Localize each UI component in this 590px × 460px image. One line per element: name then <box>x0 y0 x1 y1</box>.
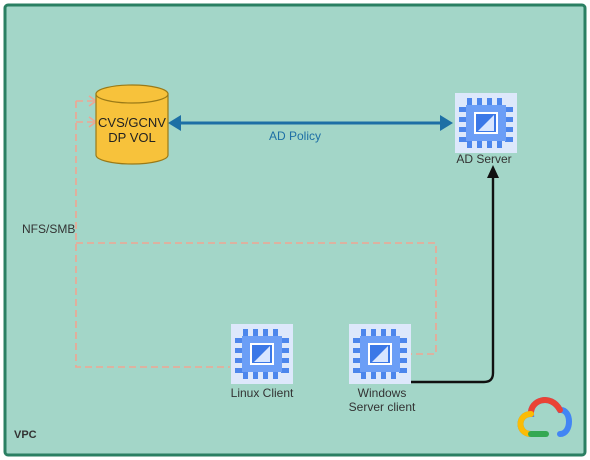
vpc-label: VPC <box>14 429 37 441</box>
linux-client-label: Linux Client <box>230 386 294 400</box>
windows-to-ad-connection <box>408 176 495 384</box>
vpc-boundary <box>3 3 587 457</box>
linux-client-chip-icon[interactable] <box>231 324 293 384</box>
google-cloud-logo-icon <box>517 397 572 437</box>
windows-client-chip-icon[interactable] <box>349 324 411 384</box>
ad-policy-label: AD Policy <box>268 129 322 143</box>
windows-client-label-line1: Windows <box>357 386 407 400</box>
ad-server-label: AD Server <box>456 152 512 166</box>
storage-label-line1: CVS/GCNV <box>98 115 166 130</box>
windows-client-label-line2: Server client <box>348 400 416 414</box>
ad-policy-arrowhead-right <box>440 115 453 131</box>
nfs-smb-label: NFS/SMB <box>22 222 76 236</box>
ad-policy-arrowhead-left <box>168 115 181 131</box>
nfs-smb-connection <box>75 100 437 368</box>
windows-to-ad-arrowhead <box>487 165 499 178</box>
storage-label-line2: DP VOL <box>108 130 156 145</box>
storage-cylinder-icon[interactable] <box>95 84 169 165</box>
ad-server-chip-icon[interactable] <box>455 93 517 153</box>
